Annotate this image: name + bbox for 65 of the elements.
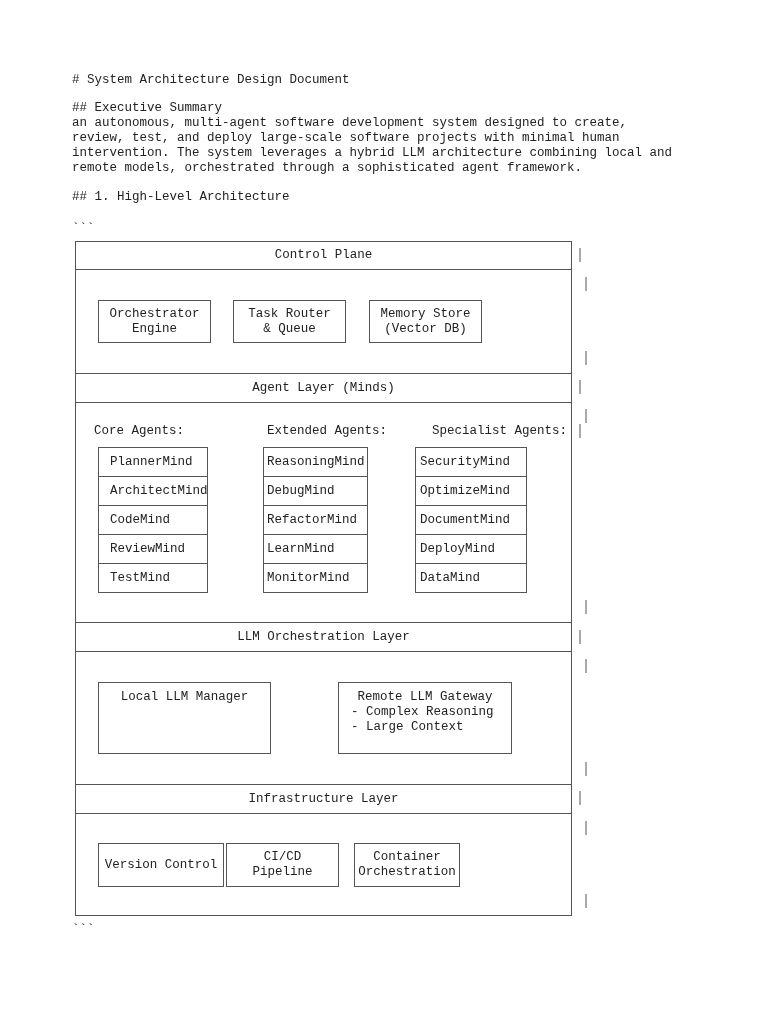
component-box: [369, 300, 482, 343]
component-title: Remote LLM Gateway: [356, 690, 494, 705]
agent-box: [263, 505, 368, 535]
agent-name: TestMind: [110, 570, 170, 586]
component-label: CI/CD Pipeline: [251, 850, 314, 880]
document-title: # System Architecture Design Document: [72, 72, 350, 88]
agent-name: DebugMind: [267, 483, 335, 499]
agent-name: DataMind: [420, 570, 480, 586]
agent-name: ArchitectMind: [110, 483, 208, 499]
agent-box: [98, 534, 208, 564]
component-box: [98, 843, 224, 887]
section-heading: ## Executive Summary: [72, 100, 223, 116]
layer-header: Control Plane: [76, 242, 571, 270]
component-label: Version Control: [104, 857, 218, 873]
component-box: [233, 300, 346, 343]
agent-name: ReasoningMind: [267, 454, 365, 470]
agent-box: [263, 534, 368, 564]
column-heading: Specialist Agents:: [432, 423, 568, 439]
layer-panel: [75, 784, 572, 916]
agent-name: DeployMind: [420, 541, 495, 557]
agent-box: [98, 563, 208, 593]
list-item: - Complex Reasoning: [350, 705, 495, 720]
agent-box: [98, 505, 208, 535]
component-box: [98, 300, 211, 343]
summary-paragraph: an autonomous, multi-agent software development system designed to create, review, test, and deploy large-scale software projects with minimal human intervention. The system leverages a hybrid LLM architecture combining local and remote models, orchestrated through a sophisticated agent framework.: [72, 115, 674, 176]
agent-name: SecurityMind: [420, 454, 510, 470]
agent-name: DocumentMind: [420, 512, 510, 528]
agent-name: CodeMind: [110, 512, 170, 528]
agent-name: LearnMind: [267, 541, 335, 557]
column-heading: Core Agents:: [94, 423, 184, 439]
agent-name: MonitorMind: [267, 570, 350, 586]
agent-box: [415, 563, 527, 593]
agent-name: PlannerMind: [110, 454, 193, 470]
component-label: Task Router & Queue: [247, 306, 332, 337]
layer-panel: [75, 241, 572, 373]
component-title: Local LLM Manager: [119, 690, 250, 705]
component-label: Container Orchestration: [358, 850, 456, 880]
component-box: [338, 682, 512, 754]
layer-panel: [75, 373, 572, 622]
section-heading: ## 1. High-Level Architecture: [72, 189, 290, 205]
agent-box: [263, 476, 368, 506]
agent-box: [263, 563, 368, 593]
agent-name: RefactorMind: [267, 512, 357, 528]
agent-box: [415, 534, 527, 564]
code-fence: ```: [72, 922, 95, 938]
agent-name: ReviewMind: [110, 541, 185, 557]
list-item: - Large Context: [350, 720, 465, 735]
column-heading: Extended Agents:: [267, 423, 388, 439]
code-fence: ```: [72, 221, 95, 237]
component-box: [98, 682, 271, 754]
layer-panel: [75, 622, 572, 784]
component-label: Memory Store (Vector DB): [380, 306, 471, 337]
agent-name: OptimizeMind: [420, 483, 510, 499]
component-box: [226, 843, 339, 887]
agent-box: [98, 476, 208, 506]
layer-header: Agent Layer (Minds): [76, 374, 571, 403]
layer-header: Infrastructure Layer: [76, 785, 571, 814]
layer-header: LLM Orchestration Layer: [76, 623, 571, 652]
agent-box: [415, 476, 527, 506]
agent-box: [98, 447, 208, 477]
agent-box: [415, 447, 527, 477]
component-label: Orchestrator Engine: [109, 306, 200, 337]
agent-box: [415, 505, 527, 535]
component-box: [354, 843, 460, 887]
agent-box: [263, 447, 368, 477]
